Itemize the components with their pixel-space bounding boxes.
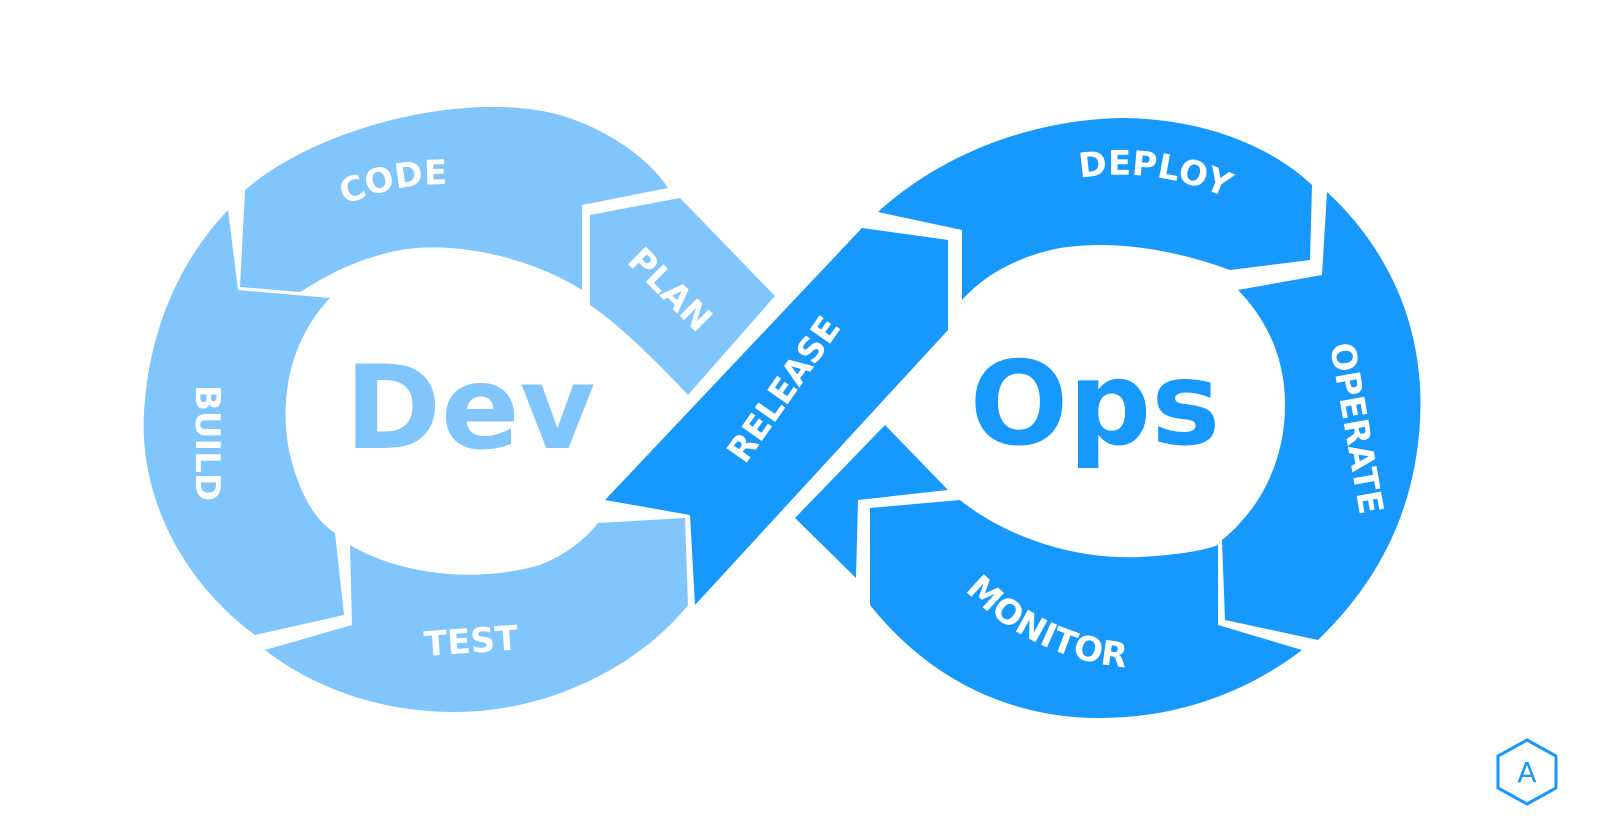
hexagon-logo-icon bbox=[1496, 738, 1558, 806]
deploy-segment bbox=[878, 118, 1312, 300]
dev-title: Dev bbox=[345, 341, 596, 476]
dev-loop bbox=[143, 106, 775, 712]
operate-segment bbox=[1222, 192, 1421, 640]
stage-label-test: TEST bbox=[423, 618, 520, 665]
ops-title: Ops bbox=[970, 337, 1221, 472]
connector-tip bbox=[795, 425, 948, 578]
stage-label-build: BUILD bbox=[187, 385, 227, 501]
test-segment bbox=[265, 518, 688, 712]
release-segment bbox=[605, 228, 948, 605]
build-segment bbox=[143, 210, 344, 635]
plan-segment bbox=[590, 198, 775, 395]
ops-loop bbox=[605, 118, 1421, 718]
logo-letter: A bbox=[1517, 756, 1536, 789]
monitor-segment bbox=[870, 500, 1302, 718]
corner-logo: A bbox=[1496, 738, 1558, 806]
code-segment bbox=[240, 106, 668, 292]
